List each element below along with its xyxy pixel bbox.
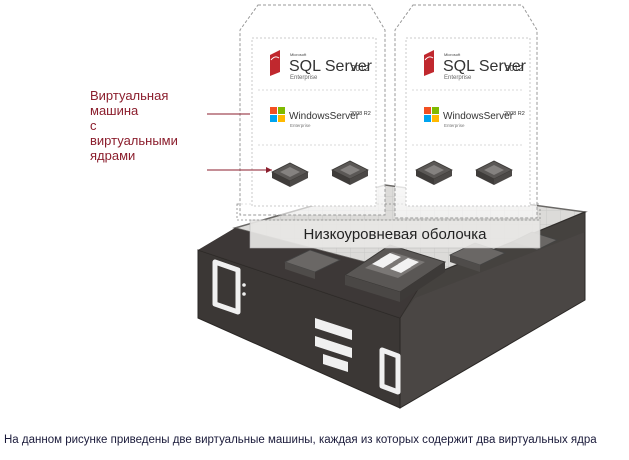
- virtual-core-chip: [331, 160, 369, 185]
- windows-server-logo: WindowsServer 2008 R2 Enterprise: [270, 107, 371, 128]
- hypervisor-band: [236, 203, 541, 249]
- sql-server-logo: Microsoft SQL Server 2012 Enterprise: [424, 50, 527, 81]
- virtual-core-chip: [475, 160, 513, 185]
- sql-year-text: 2012: [351, 64, 369, 73]
- vm-panel-2: Microsoft SQL Server 2012 Enterprise Win…: [394, 4, 538, 219]
- windows-edition-text: Enterprise: [444, 123, 465, 128]
- vm-label-line: виртуальными: [90, 133, 178, 148]
- leader-lines: [207, 113, 272, 173]
- virtual-core-chip: [415, 160, 453, 185]
- vm-label-line: машина: [90, 103, 139, 118]
- hypervisor-label: Низкоуровневая оболочка: [303, 225, 487, 243]
- vm-label-line: ядрами: [90, 148, 136, 163]
- virtual-core-chip: [271, 162, 309, 187]
- windows-year-text: 2008 R2: [350, 111, 371, 117]
- sql-edition-text: Enterprise: [290, 75, 318, 81]
- small-chip: [448, 242, 507, 272]
- vm-label: Виртуальная машина с виртуальными ядрами: [90, 88, 205, 163]
- small-chip: [283, 249, 342, 279]
- windows-server-logo: WindowsServer 2008 R2 Enterprise: [424, 107, 525, 128]
- vm-label-line: Виртуальная: [90, 88, 169, 103]
- sql-edition-text: Enterprise: [444, 75, 472, 81]
- sql-server-logo: Microsoft SQL Server 2012 Enterprise: [270, 50, 373, 81]
- sql-ms-text: Microsoft: [290, 52, 307, 57]
- vm-label-line: с: [90, 118, 97, 133]
- windows-product-text: WindowsServer: [289, 111, 360, 122]
- vm-panel-1: Microsoft SQL Server 2012 Enterprise Win…: [239, 4, 386, 216]
- windows-edition-text: Enterprise: [290, 123, 311, 128]
- sql-product-text: SQL Server: [443, 58, 527, 75]
- windows-year-text: 2008 R2: [504, 111, 525, 117]
- sql-year-text: 2012: [505, 64, 523, 73]
- sql-ms-text: Microsoft: [444, 52, 461, 57]
- figure-caption: На данном рисунке приведены две виртуаль…: [4, 434, 597, 446]
- windows-product-text: WindowsServer: [443, 111, 514, 122]
- big-chip: [343, 244, 447, 302]
- board-chips: [283, 231, 559, 302]
- sql-product-text: SQL Server: [289, 58, 373, 75]
